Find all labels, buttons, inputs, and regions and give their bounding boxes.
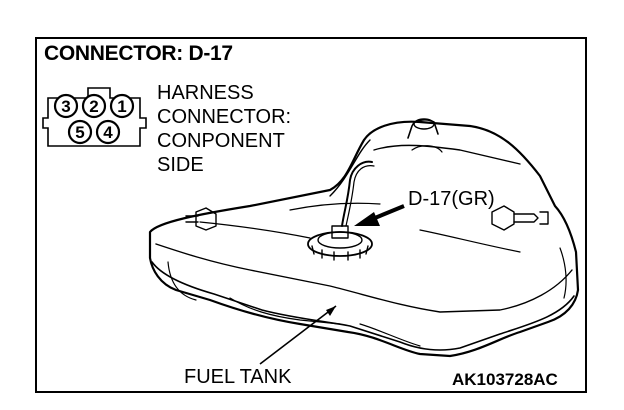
connector-housing [42, 87, 147, 147]
pin-top-row: 3 2 1 [53, 93, 135, 119]
pin-label-4: 4 [103, 123, 113, 142]
right-fitting-tube [513, 213, 539, 223]
left-fitting-tube [185, 215, 199, 223]
harness-line-1: HARNESS [157, 82, 254, 104]
upper-clip [411, 145, 443, 153]
pin-label-2: 2 [89, 97, 98, 116]
fuel-tank-leader-tip [326, 306, 336, 316]
pin-circle-2 [81, 93, 107, 119]
pin-circle-3 [53, 93, 79, 119]
tank-ridge-1 [289, 202, 381, 211]
pump-hose-inner [345, 165, 375, 227]
fuel-tank-label: FUEL TANK [184, 366, 292, 388]
right-fitting [491, 205, 515, 231]
fuel-pump-top [317, 231, 363, 249]
harness-line-4: SIDE [157, 154, 204, 176]
harness-line-3: CONPONENT [157, 130, 285, 152]
figure-code: AK103728AC [452, 370, 558, 389]
tank-side-pocket-left [167, 261, 197, 301]
left-fitting [195, 207, 217, 231]
pin-label-5: 5 [75, 123, 84, 142]
fuel-pump-flange [307, 231, 373, 257]
tank-side-pocket-right [559, 247, 567, 299]
tank-strap-2 [373, 144, 521, 165]
pin-label-3: 3 [61, 97, 70, 116]
tank-ridge-2 [199, 221, 311, 239]
tank-bottom-rib-2 [359, 323, 421, 347]
pump-flange-bolts [311, 245, 369, 261]
connector-title: CONNECTOR: D-17 [44, 42, 233, 65]
harness-line-2: CONNECTOR: [157, 106, 292, 128]
harness-connector-label: HARNESS CONNECTOR: CONPONENT SIDE [157, 81, 291, 177]
pin-label-1: 1 [117, 97, 126, 116]
pin-circle-1 [109, 93, 135, 119]
diagram-frame [35, 37, 587, 393]
tank-ridge-3 [419, 229, 521, 253]
pump-hose [341, 160, 373, 227]
tank-flange-line [151, 261, 575, 351]
pin-circle-4 [95, 119, 121, 145]
tank-outline [148, 120, 580, 358]
right-fitting-cap [539, 211, 549, 225]
filler-cap [413, 118, 435, 130]
tank-mid-contour [155, 243, 573, 313]
pin-circle-5 [67, 119, 93, 145]
connector-arrow-head [354, 212, 380, 226]
tank-strap-1 [329, 139, 371, 197]
connector-callout-label: D-17(GR) [408, 188, 495, 210]
fuel-tank-leader [259, 305, 337, 365]
tank-bottom-rib [229, 297, 341, 325]
pin-bottom-row: 5 4 [67, 119, 121, 145]
pump-connector-block [331, 225, 349, 239]
